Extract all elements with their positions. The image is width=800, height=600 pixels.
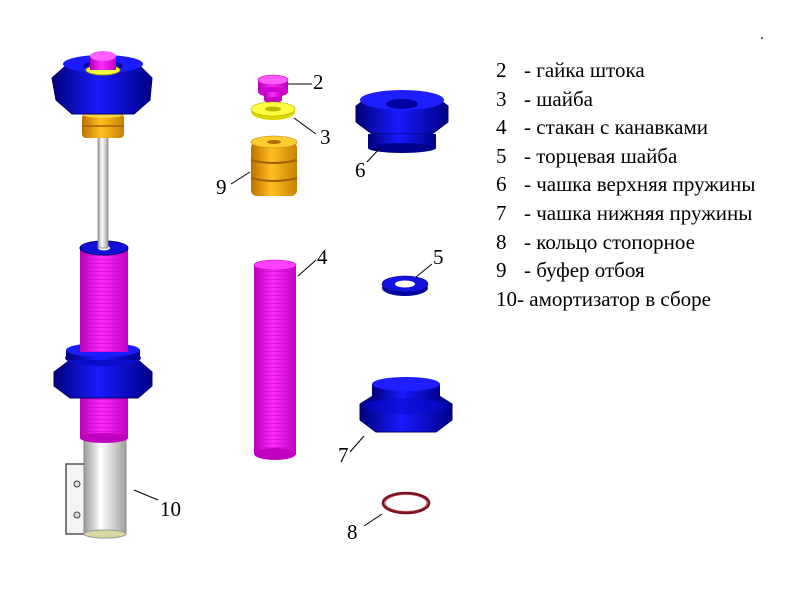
leader-lines	[133, 83, 433, 527]
legend-number: 4	[496, 115, 507, 140]
legend-item: 10- амортизатор в сборе	[496, 285, 755, 314]
part-3-washer	[250, 101, 296, 120]
shock-absorber-assembly	[51, 51, 153, 539]
callout-5: 5	[433, 245, 444, 269]
legend-text: - буфер отбоя	[524, 258, 645, 283]
legend-number: 2	[496, 58, 507, 82]
parts-legend: 2 - гайка штока 3 - шайба 4 - стакан с кана…	[496, 56, 755, 313]
part-9-rebound-buffer	[250, 135, 298, 196]
legend-text: - амортизатор в сборе	[517, 286, 711, 311]
callout-3: 3	[320, 125, 331, 149]
callout-9: 9	[216, 175, 227, 199]
legend-number: 8	[496, 229, 507, 254]
legend-item: 7 - чашка нижняя пружины	[496, 199, 755, 228]
legend-number: 10	[496, 286, 517, 311]
legend-item: 2 - гайка штока	[496, 56, 755, 85]
part-8-retaining-ring	[381, 491, 431, 515]
legend-item: 8 - кольцо стопорное	[496, 228, 755, 257]
legend-item: 6 - чашка верхняя пружины	[496, 170, 755, 199]
legend-item: 5 - торцевая шайба	[496, 142, 755, 171]
legend-number: 5	[496, 143, 507, 168]
callout-labels: 2 3 9 4 5 6 7 8 10	[160, 70, 444, 544]
legend-text: - чашка нижняя пружины	[524, 200, 753, 225]
part-6-upper-spring-cup	[355, 90, 449, 153]
piston-rod	[97, 127, 109, 249]
callout-7: 7	[338, 443, 349, 467]
callout-8: 8	[347, 520, 358, 544]
part-5-end-washer	[381, 275, 429, 296]
legend-item: 4 - стакан с канавками	[496, 113, 755, 142]
callout-2: 2	[313, 70, 324, 94]
legend-text: - стакан с канавками	[524, 115, 708, 140]
part-2-rod-nut	[257, 74, 289, 103]
callout-10: 10	[160, 497, 181, 521]
legend-text: - кольцо стопорное	[524, 229, 695, 254]
legend-text: - чашка верхняя пружины	[524, 172, 756, 197]
legend-text: - торцевая шайба	[524, 143, 678, 168]
legend-number: 6	[496, 172, 507, 197]
callout-6: 6	[355, 158, 366, 182]
stray-dot	[761, 37, 763, 39]
legend-number: 7	[496, 200, 507, 225]
legend-text: - шайба	[524, 86, 593, 111]
legend-item: 9 - буфер отбоя	[496, 256, 755, 285]
part-7-lower-spring-cup	[359, 377, 453, 433]
lower-tube	[83, 429, 127, 535]
legend-item: 3 - шайба	[496, 85, 755, 114]
legend-number: 9	[496, 258, 507, 283]
callout-4: 4	[317, 245, 328, 269]
legend-number: 3	[496, 86, 507, 111]
part-4-grooved-cup	[253, 259, 297, 460]
legend-text: - гайка штока	[524, 58, 645, 82]
assembly-rod-nut	[90, 51, 116, 70]
